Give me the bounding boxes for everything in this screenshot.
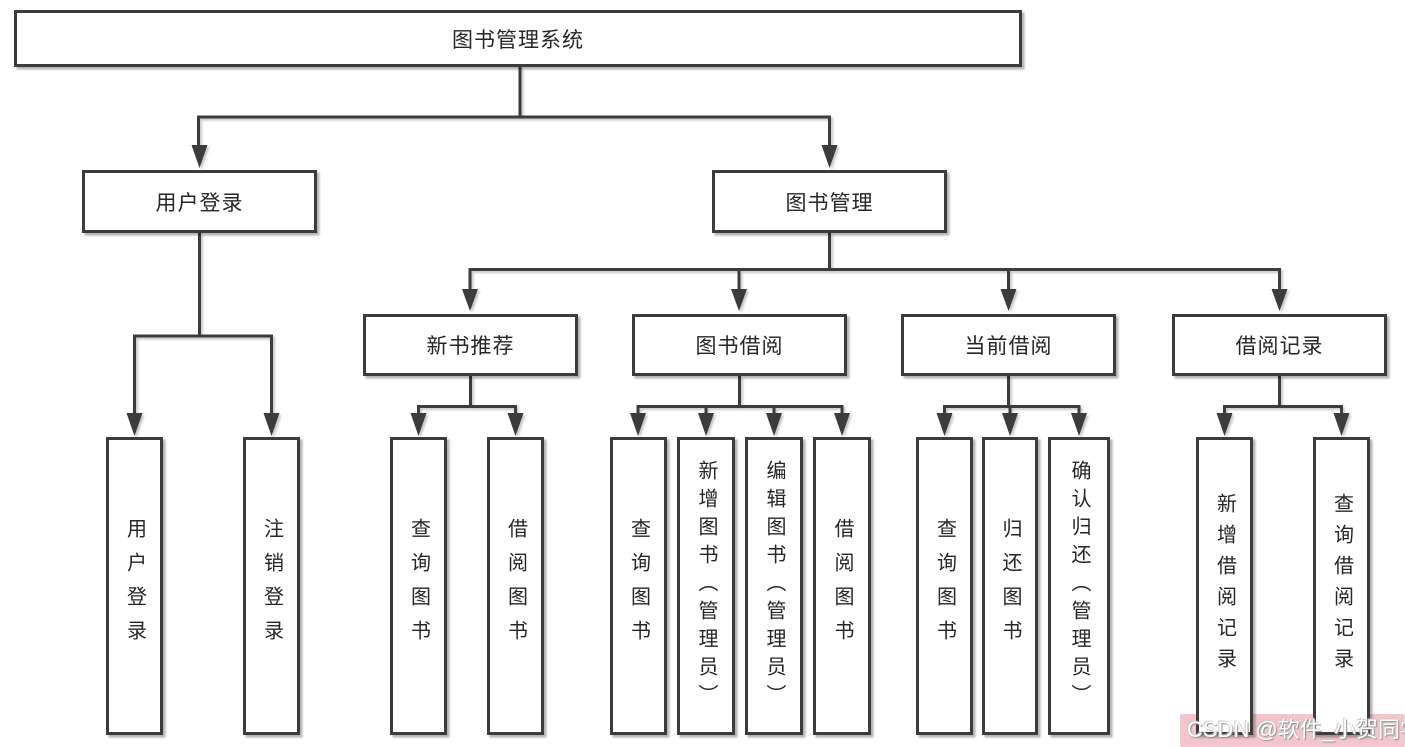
leaf-confirm-return-admin: 确认归还（管理员） [1048, 437, 1110, 735]
leaf-borrow-book-recommend: 借阅图书 [487, 437, 544, 735]
node-root-label: 图书管理系统 [452, 28, 584, 52]
leaf-borrow-book-recommend-label: 借阅图书 [504, 518, 527, 654]
node-user-login: 用户登录 [82, 170, 317, 233]
leaf-query-book-current: 查询图书 [916, 437, 973, 735]
leaf-query-borrow-record-label: 查询借阅记录 [1330, 493, 1353, 679]
leaf-query-book-recommend: 查询图书 [390, 437, 447, 735]
node-current-borrow: 当前借阅 [901, 314, 1116, 376]
node-book-borrow: 图书借阅 [632, 314, 847, 376]
leaf-edit-book-admin-label: 编辑图书（管理员） [763, 460, 785, 712]
leaf-add-book-admin: 新增图书（管理员） [677, 437, 735, 735]
leaf-logout: 注销登录 [243, 437, 300, 735]
leaf-user-login: 用户登录 [106, 437, 163, 735]
leaf-query-book-recommend-label: 查询图书 [407, 518, 430, 654]
connector [133, 67, 1343, 417]
leaf-return-book: 归还图书 [982, 437, 1038, 735]
node-book-management-label: 图书管理 [785, 191, 874, 215]
leaf-query-book-current-label: 查询图书 [933, 518, 956, 654]
leaf-user-login-label: 用户登录 [123, 518, 146, 654]
leaf-query-borrow-record: 查询借阅记录 [1313, 437, 1370, 735]
leaf-borrow-book-label: 借阅图书 [831, 518, 853, 654]
leaf-return-book-label: 归还图书 [999, 518, 1021, 654]
node-new-book-recommend-label: 新书推荐 [426, 335, 515, 358]
leaf-confirm-return-admin-label: 确认归还（管理员） [1068, 460, 1090, 712]
node-new-book-recommend: 新书推荐 [363, 314, 578, 376]
node-borrow-records: 借阅记录 [1172, 314, 1387, 376]
leaf-add-borrow-record: 新增借阅记录 [1196, 437, 1253, 735]
leaf-borrow-book: 借阅图书 [813, 437, 871, 735]
node-root: 图书管理系统 [14, 10, 1022, 67]
leaf-add-book-admin-label: 新增图书（管理员） [695, 460, 717, 712]
arrowheads [126, 145, 1350, 436]
leaf-add-borrow-record-label: 新增借阅记录 [1213, 493, 1236, 679]
leaf-query-book-borrow-label: 查询图书 [627, 518, 650, 654]
watermark-text: CSDN @软件_小贺同学 [1187, 717, 1405, 742]
node-current-borrow-label: 当前借阅 [964, 335, 1053, 358]
node-book-management: 图书管理 [712, 170, 947, 233]
node-user-login-label: 用户登录 [155, 191, 244, 215]
leaf-logout-label: 注销登录 [260, 518, 283, 654]
node-book-borrow-label: 图书借阅 [695, 335, 784, 358]
leaf-query-book-borrow: 查询图书 [610, 437, 667, 735]
node-borrow-records-label: 借阅记录 [1235, 335, 1324, 358]
leaf-edit-book-admin: 编辑图书（管理员） [745, 437, 803, 735]
